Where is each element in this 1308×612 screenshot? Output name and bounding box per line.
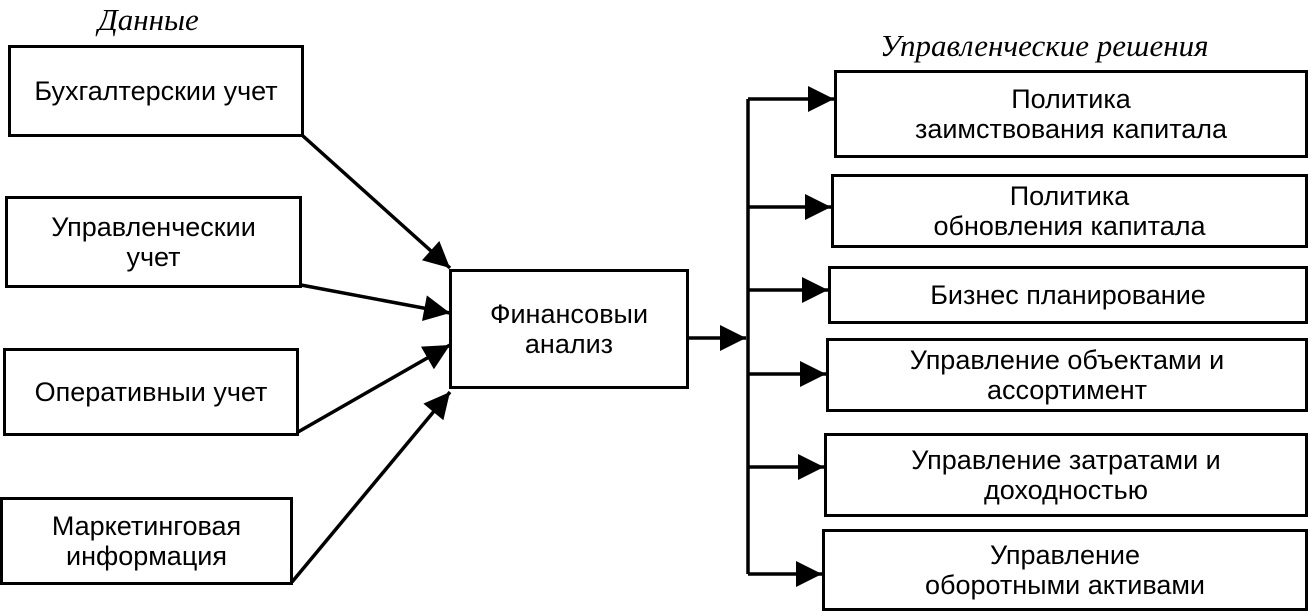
decision-6-line1: Управление [989, 539, 1141, 570]
arrow-operational-to-analysis [297, 343, 451, 434]
decision-current-assets-box: Управление оборотными активами [822, 529, 1308, 611]
decision-renewal-policy-box: Политика обновления капитала [831, 174, 1308, 248]
source-operational-box: Оперативныи учет [3, 348, 299, 436]
source-marketing-line1: Маркетинговая [51, 510, 242, 541]
decision-1-line1: Политика [1011, 83, 1131, 114]
decisions-heading: Управленческие решения [880, 28, 1209, 63]
financial-analysis-box: Финансовыи анализ [449, 269, 689, 389]
source-management-line2: учет [126, 242, 181, 272]
source-management-line1: Управленческии [51, 211, 256, 242]
data-heading: Данные [98, 2, 199, 37]
source-marketing-line2: информация [66, 541, 227, 571]
decision-1-line2: заимствования капитала [914, 114, 1228, 144]
financial-analysis-line2: анализ [524, 329, 614, 359]
source-accounting-box: Бухгалтерскии учет [8, 45, 304, 137]
decision-5-line2: доходностью [984, 475, 1148, 505]
decision-5-line1: Управление затратами и [911, 444, 1221, 475]
decision-4-line2: ассортимент [986, 375, 1148, 405]
arrow-accounting-to-analysis [301, 134, 452, 270]
arrow-marketing-to-analysis [290, 390, 452, 584]
source-marketing-box: Маркетинговая информация [0, 497, 293, 585]
decision-3-label: Бизнес планирование [930, 279, 1206, 310]
source-management-accounting-box: Управленческии учет [5, 196, 302, 288]
arrow-management-to-analysis [300, 283, 451, 321]
source-operational-label: Оперативныи учет [34, 376, 268, 407]
decision-objects-assortment-box: Управление объектами и ассортимент [826, 338, 1308, 412]
decision-4-line1: Управление объектами и [909, 344, 1225, 375]
decision-business-planning-box: Бизнес планирование [828, 266, 1308, 324]
decision-2-line2: обновления капитала [933, 211, 1206, 241]
decision-2-line1: Политика [1009, 180, 1130, 211]
source-accounting-label: Бухгалтерскии учет [34, 75, 278, 106]
decision-costs-profitability-box: Управление затратами и доходностью [824, 433, 1308, 517]
financial-analysis-line1: Финансовыи [489, 298, 649, 329]
decision-borrowing-policy-box: Политика заимствования капитала [834, 70, 1308, 158]
decision-6-line2: оборотными активами [924, 570, 1206, 600]
